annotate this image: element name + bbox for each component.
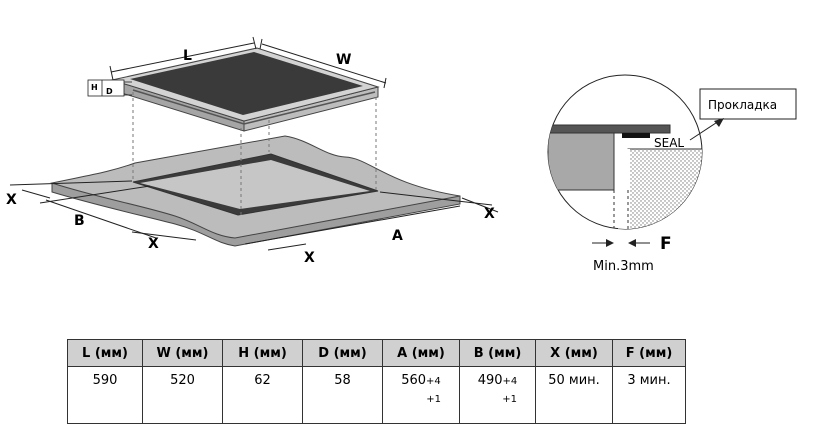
label-X-right: X xyxy=(484,206,495,222)
dimension-H-D: H D xyxy=(87,79,132,97)
min-note: Min.3mm xyxy=(593,259,654,274)
label-A: A xyxy=(392,228,403,244)
header-F: F (мм) xyxy=(612,339,686,367)
table-header-row: L (мм) W (мм) H (мм) D (мм) A (мм) B (мм… xyxy=(67,339,686,367)
countertop xyxy=(50,135,461,247)
table-row: 590 520 62 58 560+4 +1 490+4 +1 50 мин. … xyxy=(67,366,686,424)
seal-detail: SEAL xyxy=(547,74,703,230)
cell-B-minus: +1 xyxy=(502,394,517,405)
dimension-F: F Min.3mm xyxy=(592,234,672,274)
header-D: D (мм) xyxy=(302,339,383,367)
label-W: W xyxy=(336,52,351,68)
label-B: B xyxy=(74,213,85,229)
cell-H: 62 xyxy=(222,366,303,424)
cell-B: 490+4 +1 xyxy=(459,366,536,424)
label-L: L xyxy=(183,48,192,64)
seal-label: SEAL xyxy=(654,136,684,150)
cell-W: 520 xyxy=(142,366,223,424)
dimension-X-left xyxy=(9,180,151,204)
cell-A-minus: +1 xyxy=(426,394,441,405)
installation-diagram: L W H D X B X A X X xyxy=(6,36,797,274)
cell-F: 3 мин. xyxy=(612,366,686,424)
label-X-left: X xyxy=(6,192,17,208)
cell-D: 58 xyxy=(302,366,383,424)
label-X-front-left: X xyxy=(148,236,159,252)
dimension-X-front-left xyxy=(131,231,197,241)
header-B: B (мм) xyxy=(459,339,536,367)
label-X-front-right: X xyxy=(304,250,315,266)
header-A: A (мм) xyxy=(382,339,460,367)
cell-A-main: 560 xyxy=(401,373,427,388)
dimension-X-right xyxy=(379,191,499,213)
header-X: X (мм) xyxy=(535,339,613,367)
label-H: H xyxy=(91,83,98,92)
dimension-W: W xyxy=(259,38,387,89)
dimension-L: L xyxy=(109,36,257,81)
hob-glass xyxy=(130,52,363,115)
cell-X: 50 мин. xyxy=(535,366,613,424)
cell-A-plus: +4 xyxy=(426,376,441,387)
dimensions-table: L (мм) W (мм) H (мм) D (мм) A (мм) B (мм… xyxy=(67,339,686,424)
cell-L: 590 xyxy=(67,366,143,424)
hob xyxy=(110,47,380,132)
dimension-B xyxy=(45,199,157,239)
gasket-callout: Прокладка xyxy=(689,88,797,141)
label-F: F xyxy=(660,234,672,254)
header-H: H (мм) xyxy=(222,339,303,367)
dimension-A xyxy=(244,205,461,251)
label-D: D xyxy=(106,87,113,96)
header-W: W (мм) xyxy=(142,339,223,367)
projection-lines xyxy=(132,92,377,215)
cell-B-plus: +4 xyxy=(502,376,518,387)
gasket-callout-text: Прокладка xyxy=(708,98,777,112)
cell-B-main: 490 xyxy=(477,373,503,388)
header-L: L (мм) xyxy=(67,339,143,367)
cell-A: 560+4 +1 xyxy=(382,366,460,424)
